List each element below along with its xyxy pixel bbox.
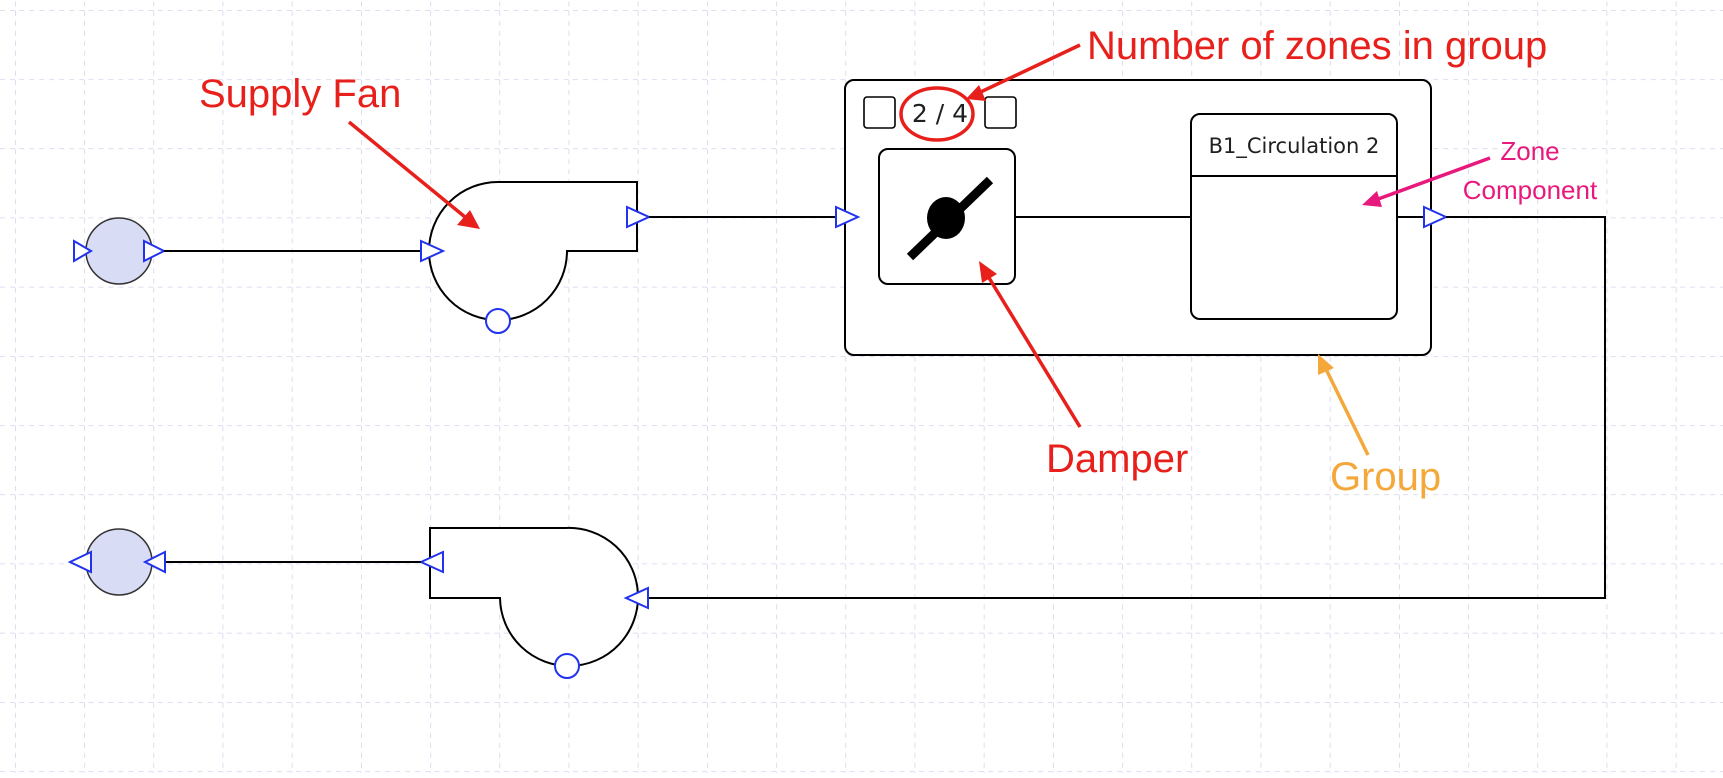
group-previous-button[interactable] bbox=[863, 96, 896, 129]
supply-inlet-node[interactable] bbox=[85, 217, 153, 285]
supply-fan-annotation: Supply Fan bbox=[199, 72, 401, 116]
supply-fan-housing bbox=[428, 181, 638, 321]
zones-in-group-annotation-arrow bbox=[966, 43, 1081, 101]
group-zone-counter: 2 / 4 bbox=[912, 99, 968, 128]
zones-in-group-annotation: Number of zones in group bbox=[1087, 24, 1547, 68]
exhaust-outlet-node-out-port[interactable] bbox=[67, 550, 92, 574]
zone-component-annotation-line1: Zone bbox=[1500, 136, 1559, 166]
wire-group-to-return-fan bbox=[648, 216, 1606, 599]
supply-fan[interactable] bbox=[420, 181, 652, 334]
damper-annotation: Damper bbox=[1046, 437, 1188, 481]
supply-inlet-node-in-port[interactable] bbox=[73, 239, 93, 263]
zone-component[interactable]: B1_Circulation 2 bbox=[1190, 113, 1398, 320]
zone-component-title: B1_Circulation 2 bbox=[1209, 134, 1380, 159]
exhaust-outlet-node-in-port[interactable] bbox=[142, 550, 166, 574]
damper-annotation-arrow bbox=[979, 261, 1082, 428]
exhaust-outlet-node[interactable] bbox=[85, 528, 153, 596]
return-fan-housing bbox=[429, 526, 639, 667]
group-out-port[interactable] bbox=[1423, 205, 1449, 229]
group-next-button[interactable] bbox=[984, 96, 1017, 129]
return-fan-in-port[interactable] bbox=[623, 586, 649, 610]
damper-disc-icon bbox=[927, 197, 965, 239]
zone-component-annotation-arrow bbox=[1362, 156, 1491, 207]
return-fan[interactable] bbox=[418, 526, 649, 679]
group-in-port[interactable] bbox=[835, 205, 861, 229]
return-fan-control-port[interactable] bbox=[554, 653, 580, 679]
supply-fan-control-port[interactable] bbox=[485, 308, 511, 334]
group-annotation-arrow bbox=[1318, 354, 1370, 456]
supply-inlet-node-out-port[interactable] bbox=[143, 239, 167, 263]
supply-fan-out-port[interactable] bbox=[626, 205, 652, 229]
counter-highlight-circle bbox=[899, 86, 975, 142]
return-fan-out-port[interactable] bbox=[418, 550, 444, 574]
supply-fan-annotation-arrow bbox=[347, 120, 480, 229]
damper[interactable] bbox=[878, 148, 1016, 285]
zone-group[interactable]: 2 / 4 B1_Circulation 2 bbox=[835, 79, 1449, 356]
group-annotation: Group bbox=[1330, 455, 1441, 499]
supply-fan-in-port[interactable] bbox=[420, 239, 446, 263]
zone-component-annotation-line2: Component bbox=[1463, 175, 1598, 205]
